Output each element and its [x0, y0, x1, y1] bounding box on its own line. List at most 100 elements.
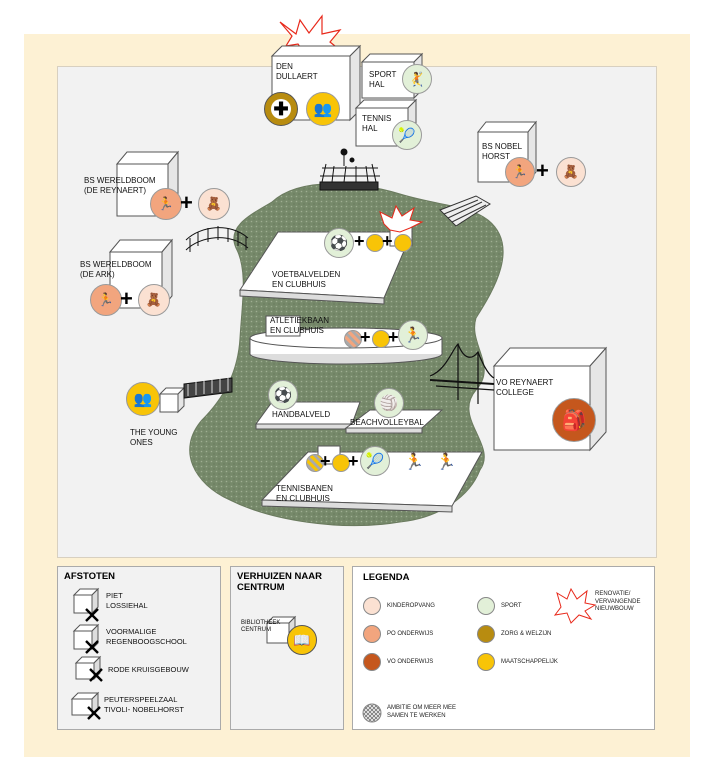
- book-icon: 📖: [293, 631, 311, 648]
- legend-swatch-po: [363, 625, 381, 643]
- label-vo-reynaert: VO REYNAERT COLLEGE: [496, 378, 554, 397]
- plus-icon: +: [348, 451, 359, 471]
- panel-afstoten: AFSTOTEN PIET LOSSIEHAL VOORMALIGE REGEN…: [57, 566, 221, 730]
- kinderopvang-circle-reynaert: 🧸: [198, 188, 230, 220]
- sport-circle-tennishal: 🎾: [392, 120, 422, 150]
- afstoten-boxes: [70, 587, 103, 720]
- childcare-icon: 🧸: [145, 292, 163, 307]
- legend-zorg: ZORG & WELZIJN: [501, 631, 552, 637]
- school-icon: 🏃: [157, 196, 175, 211]
- label-tennishal: TENNIS HAL: [362, 114, 392, 133]
- sport-circle-tennis: 🎾: [360, 446, 390, 476]
- plus-icon: +: [382, 231, 393, 251]
- afstoten-item-2: VOORMALIGE REGENBOOGSCHOOL: [106, 627, 187, 646]
- plus-icon: +: [360, 327, 371, 347]
- maatschappelijk-circle-bibliotheek: 📖: [287, 625, 317, 655]
- legend-po: PO ONDERWIJS: [387, 631, 434, 637]
- legenda-title: LEGENDA: [363, 572, 410, 583]
- renovatie-burst-top: [279, 14, 342, 55]
- po-circle-nobel: 🏃: [505, 157, 535, 187]
- school-icon: 🏃: [97, 292, 115, 307]
- sport-circle-beachvolley: 🏐: [374, 388, 404, 418]
- legend-burst: [362, 587, 597, 723]
- bridge-young: [183, 377, 233, 399]
- building-young-ones: [158, 386, 186, 414]
- renovatie-burst-voetbal: [379, 204, 424, 233]
- cross-icon: ✚: [271, 99, 291, 119]
- plus-icon: +: [180, 190, 193, 215]
- bridge-nobel: [439, 195, 491, 227]
- tennis-player-icon-2: 🏃: [436, 454, 456, 471]
- label-young-ones: THE YOUNG ONES: [130, 428, 178, 447]
- legend-swatch-zorg: [477, 625, 495, 643]
- runner-icon: 🏃: [403, 327, 423, 344]
- panel-legenda: LEGENDA KINDEROPVANG PO ONDERWIJS VO OND…: [352, 566, 655, 730]
- legend-swatch-vo: [363, 653, 381, 671]
- tennis-player-icon: 🏃: [404, 454, 424, 471]
- handball-icon: ⚽: [273, 387, 293, 404]
- label-bs-nobel: BS NOBEL HORST: [482, 142, 523, 161]
- verhuizen-title: VERHUIZEN NAAR CENTRUM: [237, 571, 322, 593]
- bridge-north: [319, 148, 380, 191]
- legend-kinderopvang: KINDEROPVANG: [387, 603, 435, 609]
- plus-icon: +: [388, 327, 399, 347]
- volleyball-icon: 🏐: [379, 395, 399, 412]
- school-icon: 🏃: [511, 164, 529, 179]
- legend-renovatie: RENOVATIE/ VERVANGENDE NIEUWBOUW: [595, 591, 641, 612]
- po-circle-reynaert: 🏃: [150, 188, 182, 220]
- afstoten-item-4: PEUTERSPEELZAAL TIVOLI- NOBELHORST: [104, 695, 185, 714]
- bridge-vo: [429, 342, 495, 404]
- people-icon: 👥: [133, 391, 153, 408]
- soccer-icon: ⚽: [329, 235, 349, 252]
- sport-circle-voetbal: ⚽: [324, 228, 354, 258]
- backpack-icon: 🎒: [561, 409, 587, 432]
- panel-verhuizen: VERHUIZEN NAAR CENTRUM BIBLIOTHEEK CENTR…: [230, 566, 344, 730]
- afstoten-title: AFSTOTEN: [64, 571, 116, 582]
- po-circle-ark: 🏃: [90, 284, 122, 316]
- tennis-icon: 🎾: [398, 126, 416, 143]
- tennis-icon: 🎾: [365, 453, 385, 470]
- maatschappelijk-circle-young-ones: 👥: [126, 382, 160, 416]
- plus-icon: +: [120, 286, 133, 311]
- label-den-dullaert: DEN DULLAERT: [276, 62, 318, 81]
- kinderopvang-circle-nobel: 🧸: [556, 157, 586, 187]
- verhuizen-item: BIBLIOTHEEK CENTRUM: [241, 620, 281, 633]
- label-atletiek: ATLETIEKBAAN EN CLUBHUIS: [270, 316, 329, 335]
- zorg-circle-den-dullaert: ✚: [264, 92, 298, 126]
- label-tennisbanen: TENNISBANEN EN CLUBHUIS: [276, 484, 333, 503]
- ambitie-dot-tennis: [306, 454, 324, 472]
- sport-icon: 🤾: [408, 70, 426, 87]
- verhuizen-box: [265, 615, 297, 645]
- platform-beachvolley: [344, 409, 444, 434]
- legend-swatch-kinderopvang: [363, 597, 381, 615]
- sport-circle-handbal: ⚽: [268, 380, 298, 410]
- label-voetbal: VOETBALVELDEN EN CLUBHUIS: [272, 270, 341, 289]
- childcare-icon: 🧸: [562, 164, 580, 179]
- legend-sport: SPORT: [501, 603, 522, 609]
- afstoten-item-1: PIET LOSSIEHAL: [106, 591, 148, 610]
- label-sporthal: SPORT HAL: [369, 70, 397, 89]
- people-icon: 👥: [313, 101, 333, 118]
- maatschappelijk-circle-den-dullaert: 👥: [306, 92, 340, 126]
- maatschappelijk-dot-voetbal: [366, 234, 384, 252]
- bridge-west: [185, 226, 249, 252]
- legend-vo: VO ONDERWIJS: [387, 659, 434, 665]
- sport-circle-atletiek: 🏃: [398, 320, 428, 350]
- plus-icon: +: [536, 158, 549, 183]
- ambitie-dot-atletiek: [344, 330, 362, 348]
- sport-circle-sporthal: 🤾: [402, 64, 432, 94]
- maatschappelijk-dot-tennis: [332, 454, 350, 472]
- maatschappelijk-dot-voetbal-2: [394, 234, 412, 252]
- legend-maatschappelijk: MAATSCHAPPELIJK: [501, 659, 558, 665]
- kinderopvang-circle-ark: 🧸: [138, 284, 170, 316]
- legend-ambitie: AMBITIE OM MEER MEE SAMEN TE WERKEN: [387, 705, 457, 719]
- label-handbal: HANDBALVELD: [272, 410, 331, 419]
- label-bs-wereldboom-ark: BS WERELDBOOM (DE ARK): [80, 260, 152, 279]
- legend-swatch-sport: [477, 597, 495, 615]
- vo-circle-reynaert: 🎒: [552, 398, 596, 442]
- plus-icon: +: [354, 231, 365, 251]
- afstoten-item-3: RODE KRUISGEBOUW: [108, 665, 189, 674]
- label-beachvolley: BEACHVOLLEYBAL: [350, 418, 424, 427]
- legend-swatch-maatschappelijk: [477, 653, 495, 671]
- plus-icon: +: [320, 451, 331, 471]
